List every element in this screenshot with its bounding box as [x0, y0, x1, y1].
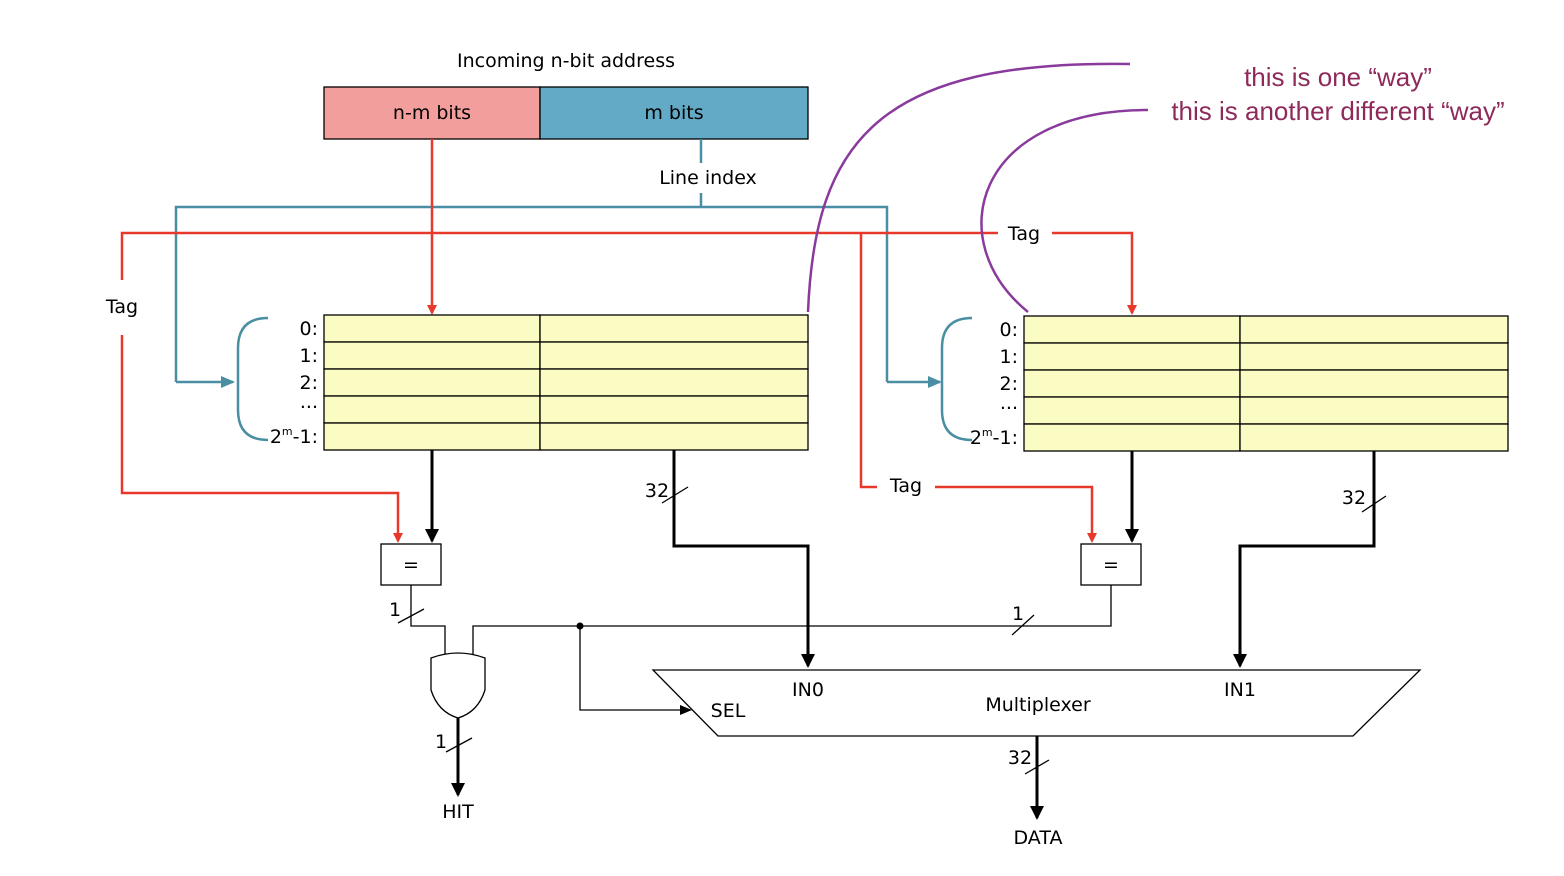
tag-wire-down: [859, 233, 877, 489]
or-gate: [430, 652, 486, 719]
index-bus: [174, 205, 889, 382]
data-label: DATA: [1014, 827, 1063, 849]
mux-in0-label: IN0: [792, 679, 824, 701]
tag-field-label: n-m bits: [393, 102, 471, 124]
tag-wire-to-comparator0: [120, 335, 403, 543]
data-out-slash: [1024, 759, 1050, 775]
index-field-label: m bits: [644, 102, 703, 124]
comparator-way0: [380, 543, 442, 586]
way0-row-1: 1:: [300, 345, 319, 367]
data-out-width: 32: [1008, 747, 1032, 769]
way1-row-ellipsis: ...: [1000, 392, 1018, 414]
way1-data-bus: [1233, 451, 1376, 668]
way1-row-2: 2:: [1000, 373, 1019, 395]
tag-label-left: Tag: [105, 296, 138, 318]
hit-way0-slash: [397, 608, 425, 624]
way0-bus-width: 32: [645, 480, 669, 502]
way0-data-bus: [672, 450, 815, 668]
mux-title: Multiplexer: [985, 694, 1090, 716]
comparator-way1: [1080, 543, 1142, 586]
way0-row-0: 0:: [300, 318, 319, 340]
hit-way0-width: 1: [389, 599, 401, 621]
way0-bus-slash: [661, 486, 689, 504]
way1-row-0: 0:: [1000, 319, 1019, 341]
way0-brace: [236, 316, 269, 442]
comparator-way0-symbol: =: [403, 554, 419, 576]
way1-bus-width: 32: [1342, 487, 1366, 509]
annotation-another-way: this is another different “way”: [1171, 96, 1504, 126]
way1-row-last: 2m-1:: [970, 426, 1018, 449]
annotation-one-way: this is one “way”: [1244, 62, 1432, 92]
hit-out-slash: [445, 737, 473, 753]
mux-sel-label: SEL: [711, 700, 746, 722]
hit-wire-way1: [472, 585, 1112, 655]
way1-array: [1023, 315, 1509, 452]
way1-brace: [940, 316, 973, 442]
address-title: Incoming n-bit address: [457, 50, 675, 72]
tag-label-mid: Tag: [889, 475, 922, 497]
sel-wire: [579, 626, 692, 715]
way0-row-2: 2:: [300, 372, 319, 394]
way0-array: [323, 314, 809, 451]
way0-row-ellipsis: ...: [300, 391, 318, 413]
tag-bus-top: [120, 231, 998, 280]
hit-way1-slash: [1011, 614, 1035, 636]
mux-in1-label: IN1: [1224, 679, 1256, 701]
way1-annotation-curve: [980, 108, 1149, 313]
tag-field-box: [323, 86, 541, 140]
hit-way1-width: 1: [1012, 603, 1024, 625]
hit-label: HIT: [442, 801, 474, 823]
way1-row-1: 1:: [1000, 346, 1019, 368]
way0-row-last: 2m-1:: [270, 425, 318, 448]
multiplexer: [651, 669, 1422, 737]
way1-bus-slash: [1361, 495, 1387, 513]
hit-wire-way0: [410, 585, 446, 655]
index-field-box: [539, 86, 809, 140]
hit-out-width: 1: [435, 731, 447, 753]
line-index-label: Line index: [659, 167, 757, 189]
way0-annotation-curve: [806, 62, 1131, 313]
comparator-way1-symbol: =: [1103, 554, 1119, 576]
tag-wire-to-comparator1: [935, 485, 1097, 543]
tag-label-top: Tag: [1007, 223, 1040, 245]
tag-wire-to-way1: [1052, 231, 1137, 315]
